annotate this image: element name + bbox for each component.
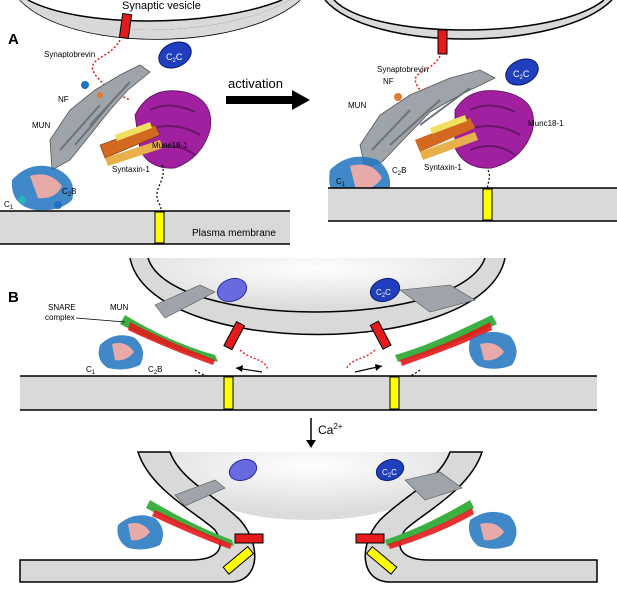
nf-label: NF: [58, 95, 69, 104]
snare-complex-left: [98, 284, 218, 370]
c1-label-right: C1: [336, 177, 346, 188]
syntaxin-label-right: Syntaxin-1: [424, 163, 462, 172]
mun-label-right: MUN: [348, 101, 366, 110]
nf-label-right: NF: [383, 77, 394, 86]
c2b-label-right: C2B: [392, 166, 406, 177]
c2c-label-right: C2C: [513, 69, 530, 81]
syntaxin-helices-right: [415, 115, 478, 160]
ca-label: Ca2+: [318, 422, 343, 437]
plasma-membrane-label: Plasma membrane: [192, 228, 276, 239]
synaptobrevin-label-right: Synaptobrevin: [377, 65, 428, 74]
synaptobrevin-linker-right: [414, 55, 441, 91]
c2c-label: C2C: [166, 52, 183, 64]
syntaxin-linker: [156, 164, 164, 215]
panel-b-top: C2C B: [8, 257, 597, 411]
c2c-label-b: C2C: [376, 288, 391, 299]
snare-complex-right: [395, 284, 517, 369]
c2c-label-b2: C2C: [382, 468, 397, 479]
panel-a-right: C2C Synaptobrevin NF MUN Munc18-1 Synta: [324, 0, 617, 222]
munc18-label: Munc18-1: [152, 141, 188, 150]
panel-a-left: C2C: [0, 0, 301, 245]
syntaxin-tm: [154, 211, 165, 244]
plasma-membrane-right: [328, 188, 617, 221]
c2c-domain: [158, 41, 192, 69]
synaptobrevin-tm-right: [437, 29, 448, 55]
vesicle-label: Synaptic vesicle: [122, 0, 201, 12]
fusion-membrane-left: [19, 451, 256, 583]
snare-label-2: complex: [45, 313, 75, 322]
plasma-membrane-b: [20, 376, 597, 410]
munc18-domain-right: [454, 90, 534, 169]
c2c-domain-b2: [375, 458, 405, 482]
c1-label-b: C1: [86, 365, 96, 376]
snare-label-1: SNARE: [48, 303, 76, 312]
mun-label: MUN: [32, 121, 50, 130]
panel-b-label: B: [8, 289, 19, 306]
c2b-label: C2B: [62, 187, 76, 198]
c2c-domain-right: [505, 58, 539, 86]
vesicle-membrane-b: [130, 258, 505, 335]
syntaxin-tm-right: [482, 188, 493, 221]
c1-c2b-domains: [11, 165, 74, 211]
synaptobrevin-tm: [118, 12, 133, 40]
c1-label: C1: [4, 200, 14, 211]
activation-arrow: activation: [226, 76, 310, 110]
panel-b-bottom: C2C: [19, 451, 598, 583]
activation-label: activation: [228, 76, 283, 91]
munc18-label-right: Munc18-1: [528, 119, 564, 128]
c2c-domain-b: [369, 277, 401, 303]
c2b-label-b: C2B: [148, 365, 162, 376]
ca-arrow: Ca2+: [306, 418, 343, 448]
syntaxin-linker-right: [486, 169, 491, 191]
panel-a-label: A: [8, 31, 19, 48]
plasma-membrane: [0, 211, 290, 244]
synaptobrevin-label: Synaptobrevin: [44, 50, 95, 59]
syntaxin-label: Syntaxin-1: [112, 165, 150, 174]
mun-label-b: MUN: [110, 303, 128, 312]
syntaxin-helices: [99, 122, 163, 166]
mun-domain: [49, 64, 151, 171]
